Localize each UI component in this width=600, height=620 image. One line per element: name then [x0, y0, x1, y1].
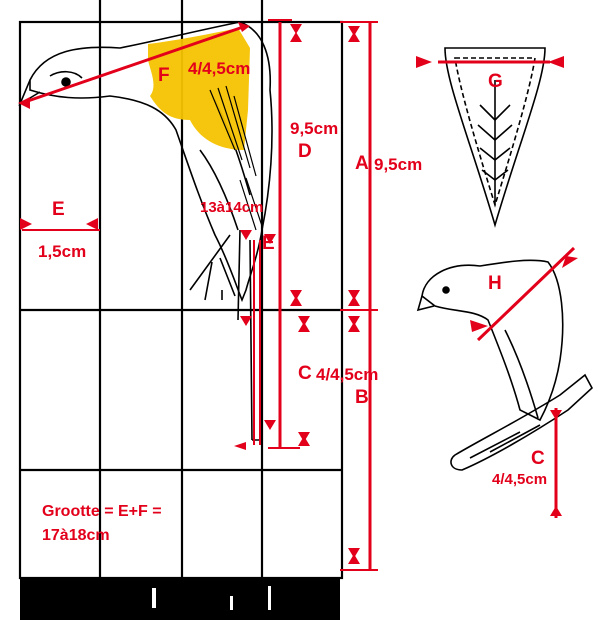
bar-speck [268, 586, 271, 610]
label-e-center: E [262, 233, 275, 254]
measurement-lines [21, 19, 576, 571]
highlight-patch [148, 28, 250, 150]
label-a-value: 9,5cm [374, 155, 423, 174]
label-g: G [488, 71, 503, 92]
label-c-right-value: 4/4,5cm [492, 471, 548, 488]
bar-speck [152, 588, 156, 608]
label-d: D [298, 141, 312, 162]
perched-bird-illustration [416, 259, 593, 471]
feather-hatching [209, 85, 263, 231]
label-c-right: C [531, 448, 545, 469]
label-range-13-14: 13à14cm [200, 199, 264, 216]
label-e-value: 1,5cm [38, 242, 87, 261]
measurement-arrows [18, 22, 578, 564]
size-formula-note: Grootte = E+F = 17à18cm [42, 500, 162, 548]
tail-illustration [444, 47, 546, 228]
label-c-value: 4/4,5cm [316, 365, 379, 384]
bar-speck [230, 596, 233, 610]
label-f-value: 4/4,5cm [188, 59, 251, 78]
label-d-value: 9,5cm [290, 119, 339, 138]
label-h: H [488, 273, 502, 294]
label-f: F [158, 65, 170, 86]
label-b: B [355, 387, 369, 408]
footer-black-bar [20, 578, 340, 620]
size-formula-line1: Grootte = E+F = [42, 503, 162, 520]
size-formula-line2: 17à18cm [42, 527, 110, 544]
label-c: C [298, 363, 312, 384]
label-e-left: E [52, 199, 65, 220]
label-a: A [355, 153, 369, 174]
